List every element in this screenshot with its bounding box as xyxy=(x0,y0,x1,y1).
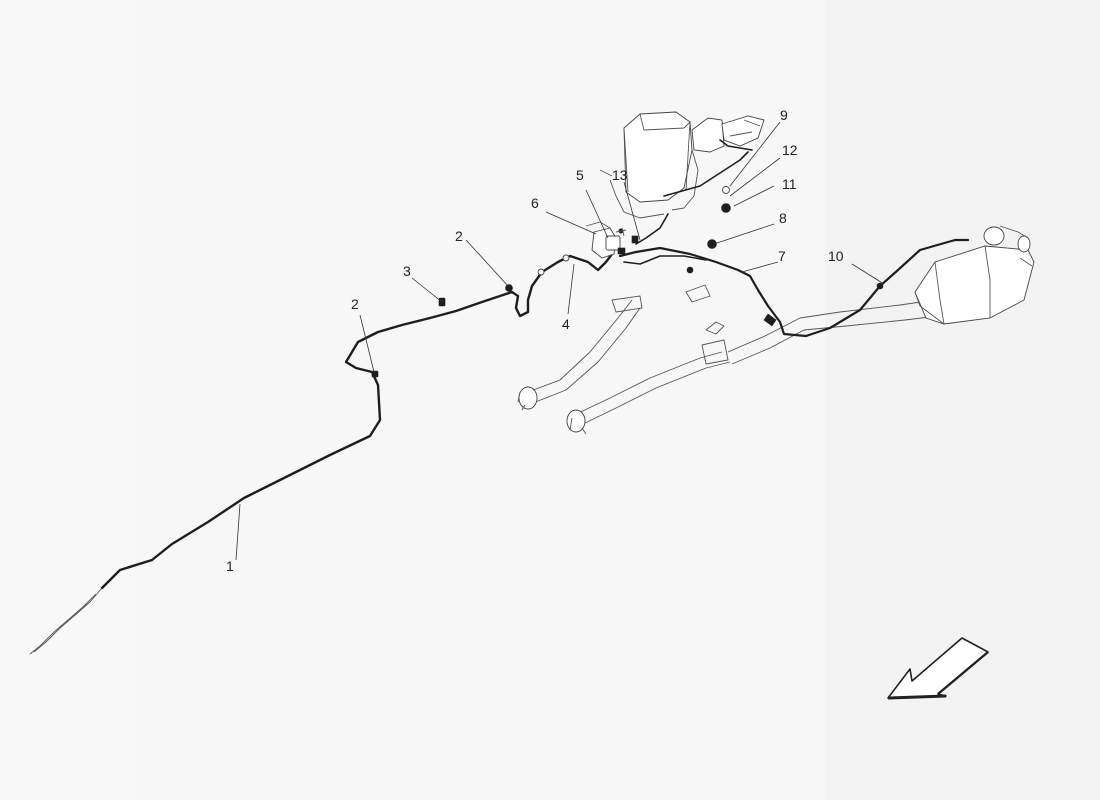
arrow-down-left-icon xyxy=(887,637,989,700)
callout-7: 7 xyxy=(778,248,786,264)
callout-1: 1 xyxy=(226,558,234,574)
callout-3: 3 xyxy=(403,263,411,279)
background-panel-left xyxy=(0,0,130,800)
valve-assembly xyxy=(585,221,639,259)
callout-4: 4 xyxy=(562,316,570,332)
callout-13: 13 xyxy=(612,167,628,183)
callout-10: 10 xyxy=(828,248,844,264)
callout-2-lower: 2 xyxy=(351,296,359,312)
callout-5: 5 xyxy=(576,167,584,183)
support-bracket xyxy=(663,139,753,213)
callout-2-upper: 2 xyxy=(455,228,463,244)
clip-marker xyxy=(371,370,379,378)
exhaust-system xyxy=(517,111,1035,435)
leader-lines xyxy=(235,121,885,561)
callout-11: 11 xyxy=(782,176,797,192)
clip-marker xyxy=(505,284,513,292)
callout-6: 6 xyxy=(531,195,539,211)
callout-labels: 1 2 2 3 4 5 6 7 8 9 10 11 12 13 xyxy=(226,107,844,574)
callout-8: 8 xyxy=(779,210,787,226)
callout-12: 12 xyxy=(782,142,798,158)
main-pipe-line xyxy=(29,213,970,655)
callout-9: 9 xyxy=(780,107,788,123)
